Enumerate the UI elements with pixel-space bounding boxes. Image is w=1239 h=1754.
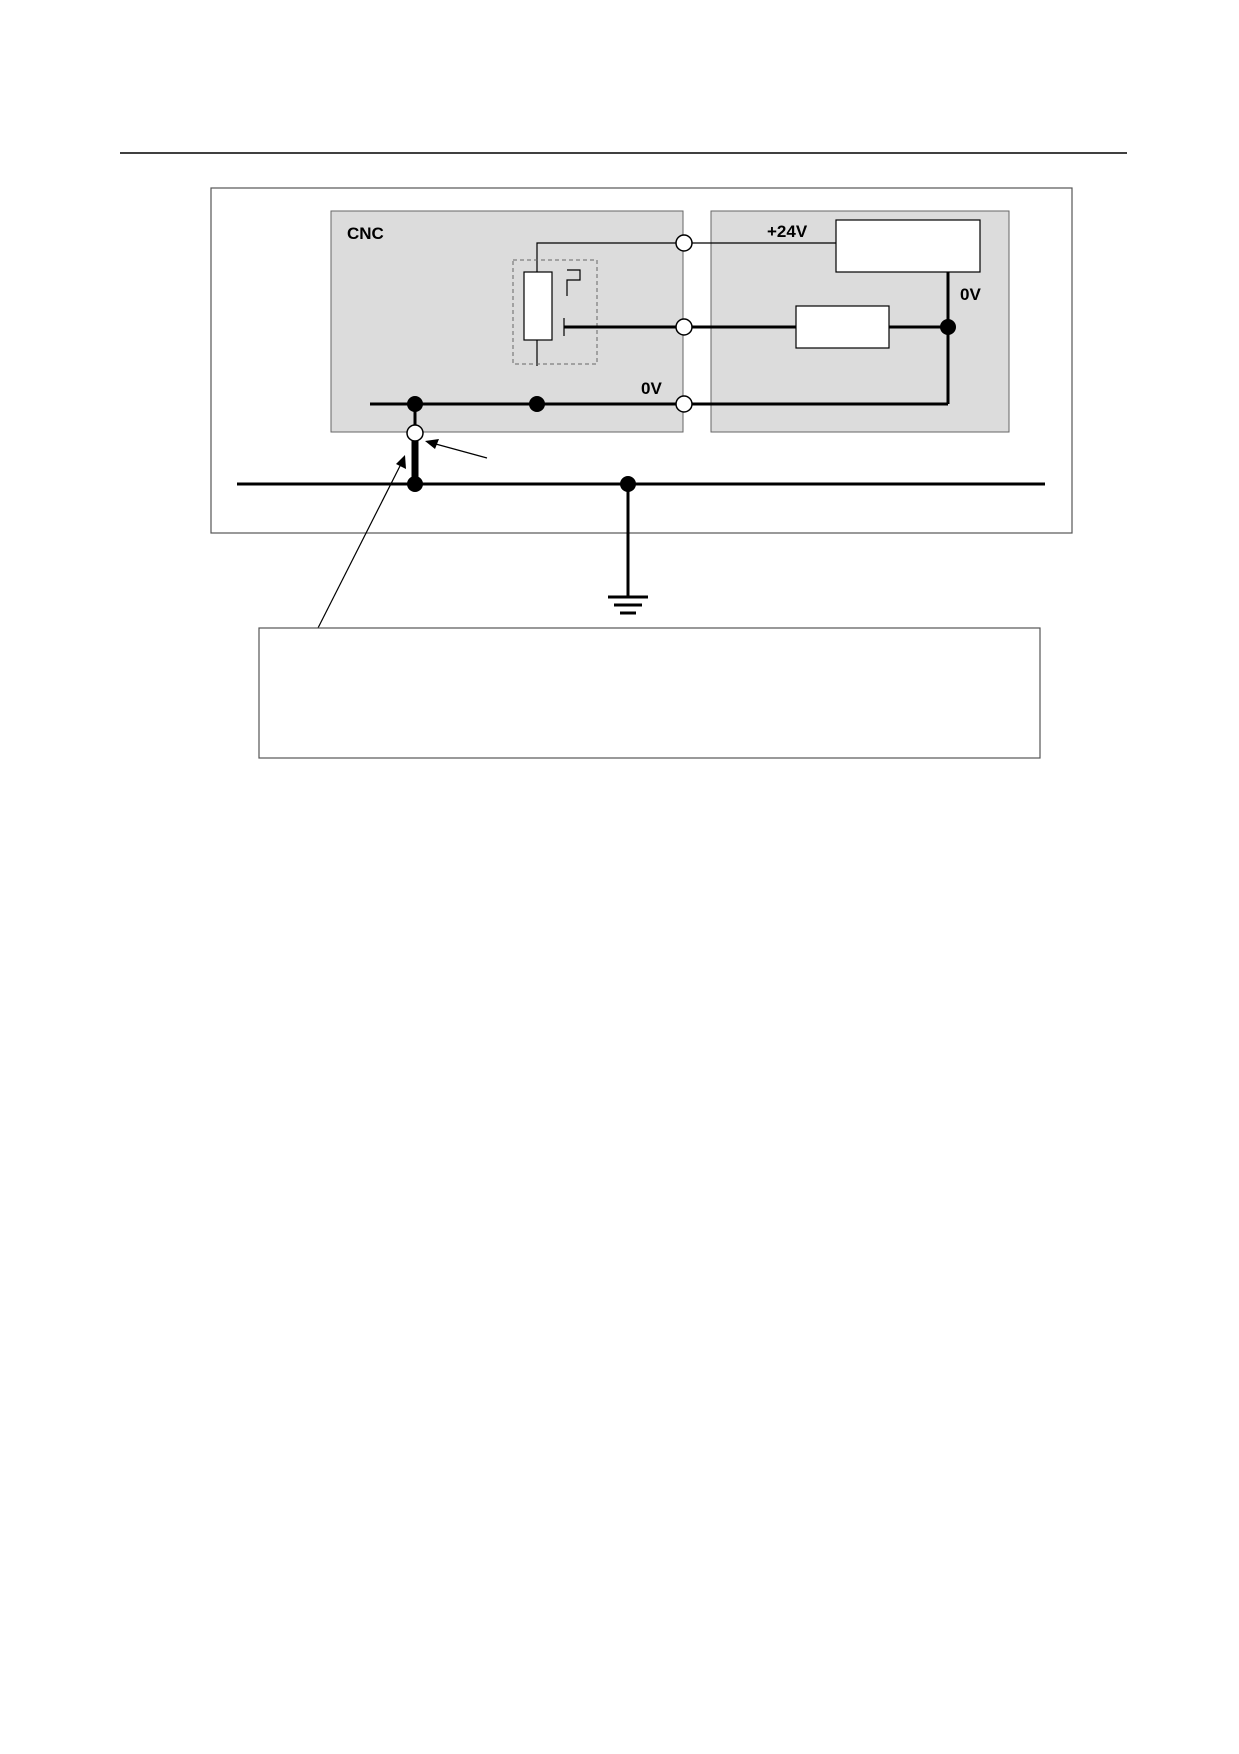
power-supply-box [835, 219, 981, 273]
terminal-24v [675, 234, 693, 252]
relay-coil [523, 271, 553, 341]
cnc-label: CNC [347, 224, 384, 243]
relay-enclosure [512, 259, 598, 365]
junction-0v-relay [529, 396, 545, 412]
junction-0v-left [407, 396, 423, 412]
arrow-terminal-head [425, 439, 439, 449]
arrow-callout-head [396, 455, 406, 469]
junction-earth [620, 476, 636, 492]
arrow-callout-pointer [317, 461, 403, 629]
cnc-panel [330, 210, 684, 433]
relay-contact [566, 269, 581, 296]
callout-box [258, 627, 1041, 759]
junction-ground-strap [407, 476, 423, 492]
plus24v-label: +24V [767, 222, 808, 241]
terminal-0v [675, 395, 693, 413]
arrow-terminal-pointer [431, 442, 488, 459]
zero-v-right-label: 0V [960, 285, 981, 304]
terminal-ground [406, 424, 424, 442]
terminal-signal [675, 318, 693, 336]
load-box [795, 305, 890, 349]
zero-v-bottom-label: 0V [641, 379, 662, 398]
junction-0v-right [940, 319, 956, 335]
